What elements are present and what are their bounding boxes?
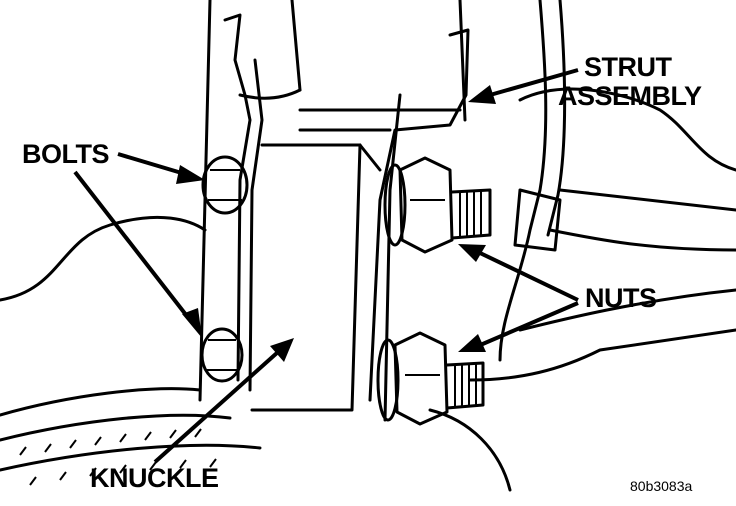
- brake-hose: [498, 0, 567, 362]
- nut-upper: [383, 156, 492, 254]
- strut-bracket-right: [298, 0, 470, 422]
- label-assembly: ASSEMBLY: [558, 81, 702, 111]
- arrow-strut: [468, 68, 579, 104]
- label-strut: STRUT: [584, 52, 672, 82]
- stud-thread-lower: [445, 361, 485, 410]
- arrow-bolts-upper: [117, 152, 205, 184]
- knuckle-body: [250, 143, 382, 412]
- nut-lower: [376, 331, 485, 426]
- bolt-lower: [200, 327, 244, 383]
- figure-reference-id: 80b3083a: [630, 478, 693, 494]
- label-nuts: NUTS: [585, 283, 657, 313]
- bolt-upper: [201, 155, 249, 215]
- label-knuckle: KNUCKLE: [90, 463, 219, 493]
- stud-thread-upper: [450, 188, 492, 240]
- arrow-bolts-lower: [73, 170, 202, 338]
- arrow-nuts-upper: [458, 244, 579, 302]
- background-components: [0, 87, 736, 492]
- arrow-nuts-lower: [458, 301, 579, 352]
- arrow-knuckle: [153, 338, 294, 464]
- label-bolts: BOLTS: [22, 139, 109, 169]
